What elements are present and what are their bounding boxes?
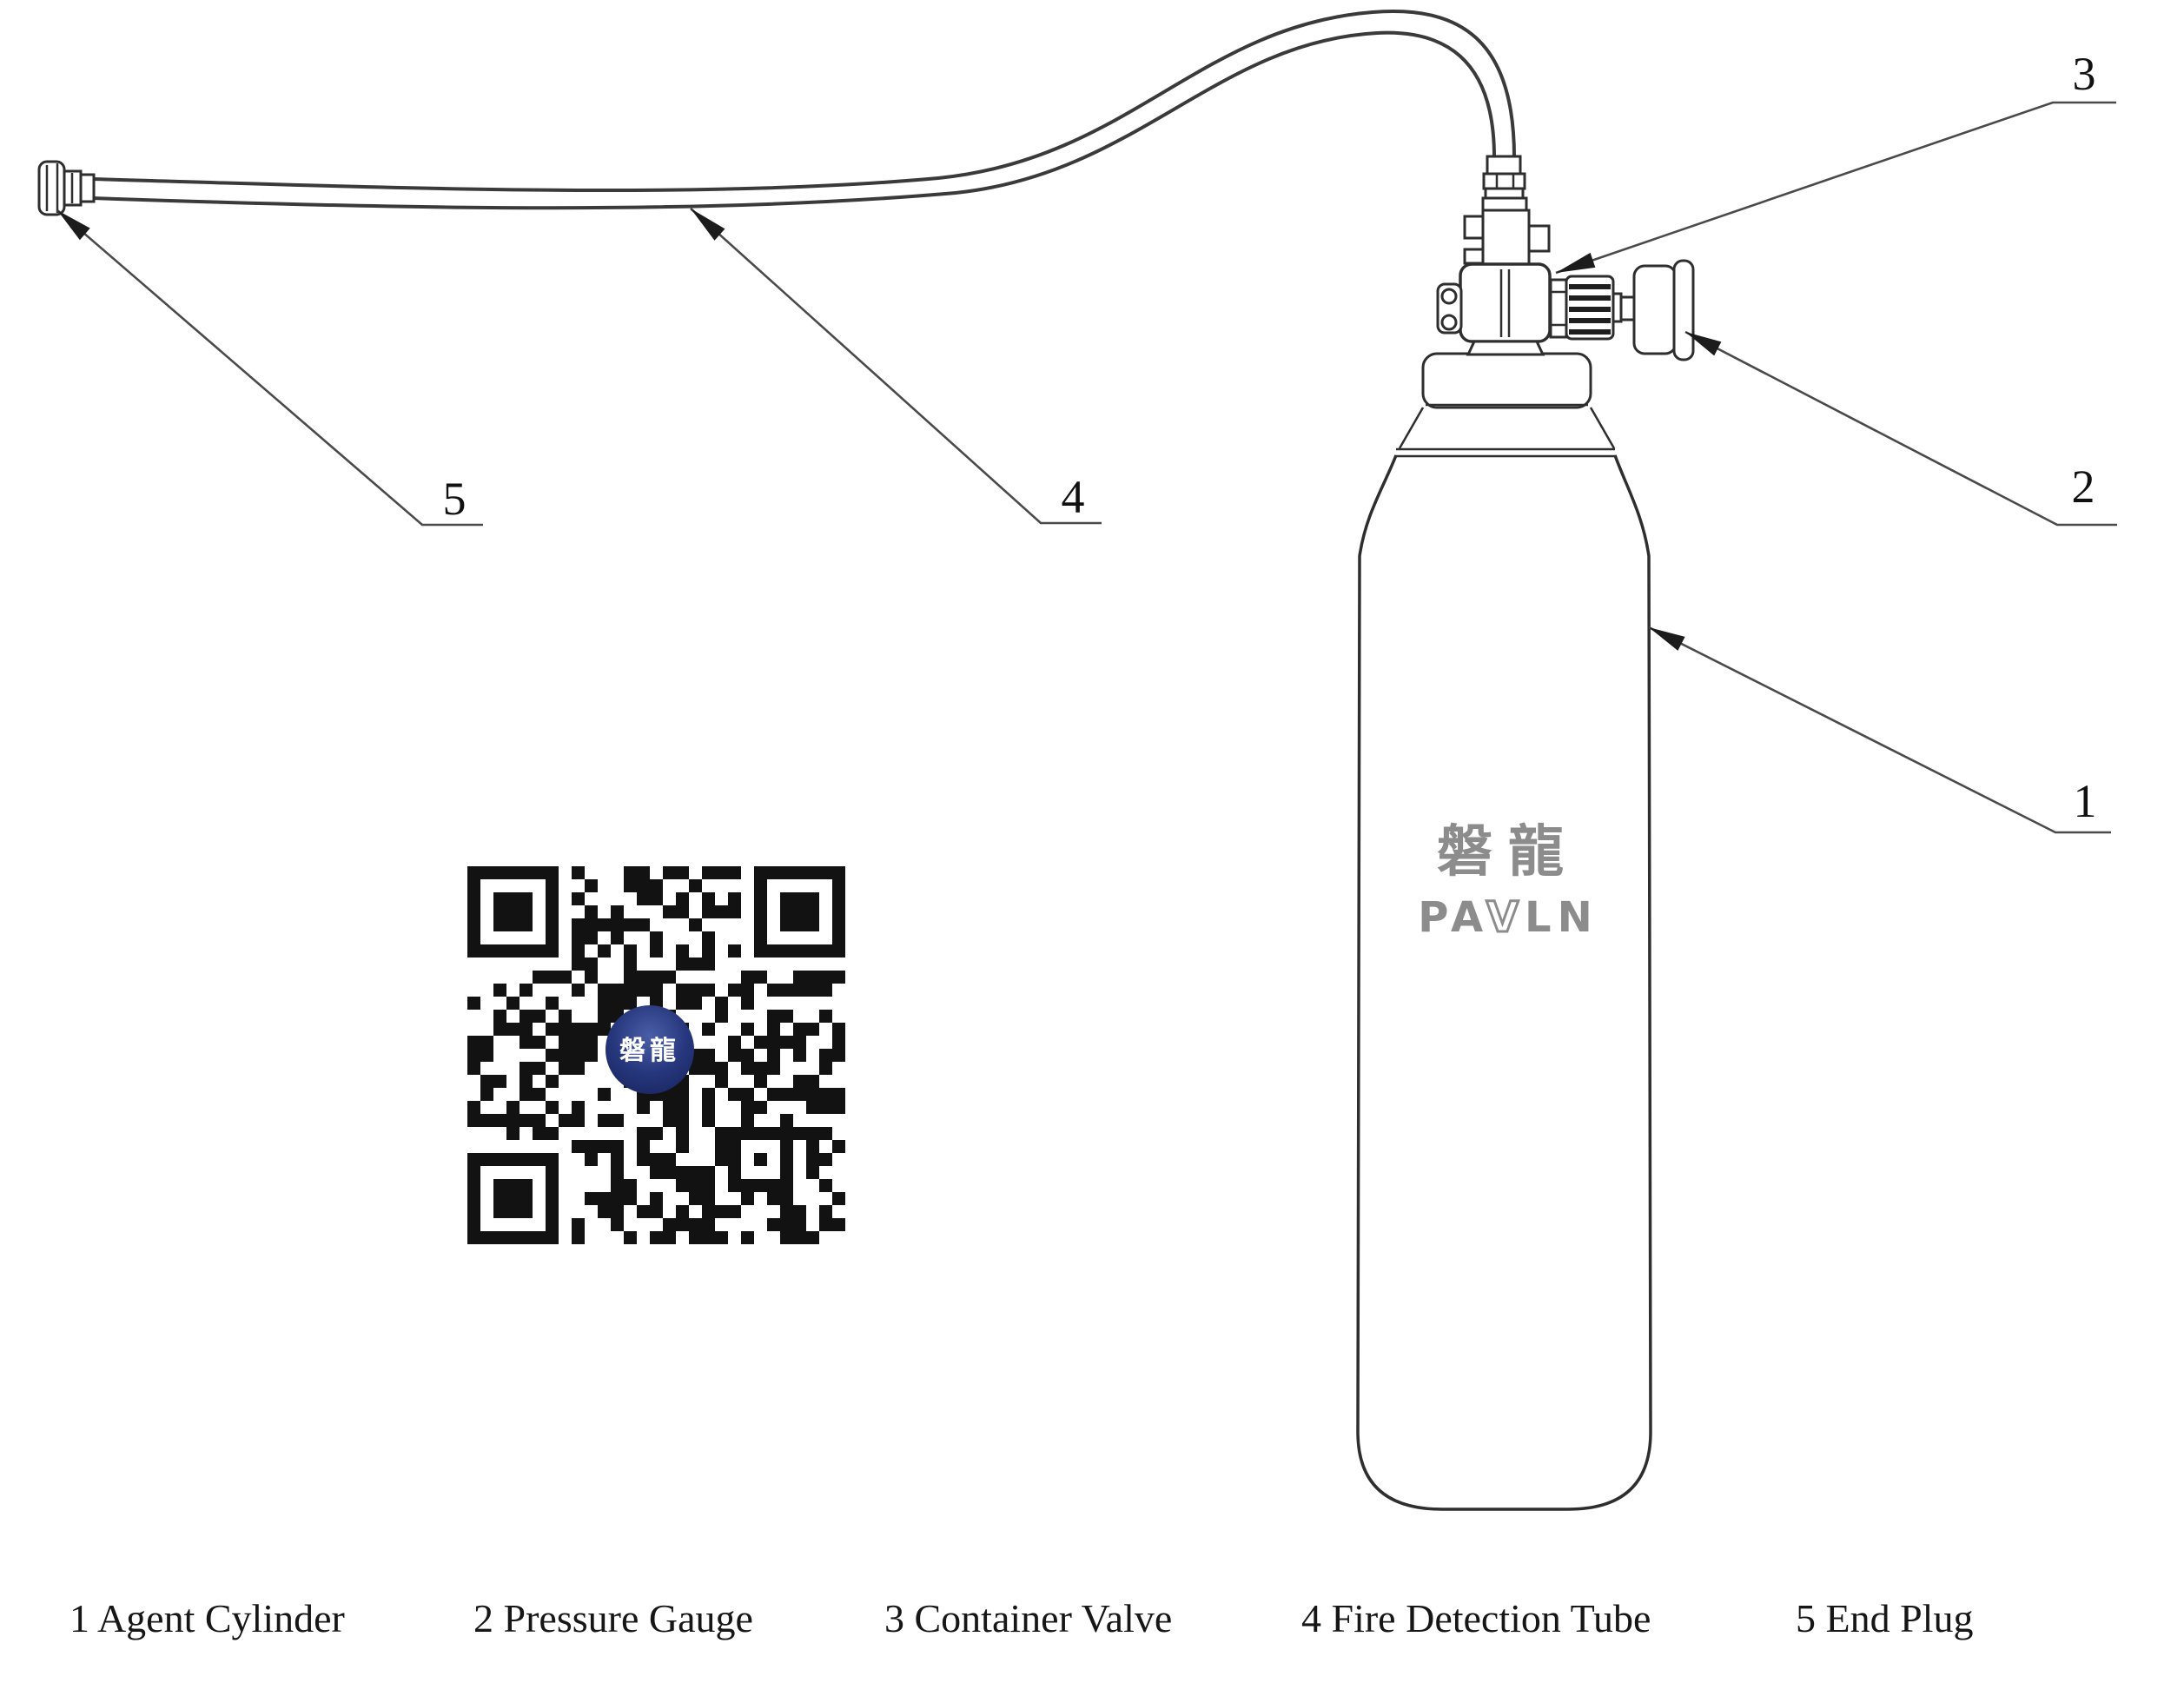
valve-inlet-nut bbox=[1482, 172, 1526, 190]
callout-label-4: 4 bbox=[1062, 471, 1085, 523]
qr-logo-text: 磐龍 bbox=[619, 1036, 680, 1066]
valve-inlet-flange bbox=[1481, 196, 1528, 212]
agent-cylinder: 磐龍 PAVLN bbox=[1356, 352, 1652, 1511]
callout-label-2: 2 bbox=[2072, 461, 2095, 513]
callout-5: 5 bbox=[56, 209, 483, 527]
cylinder-body bbox=[1356, 454, 1652, 1511]
callout-1: 1 bbox=[1648, 626, 2111, 834]
fire-detection-tube bbox=[91, 10, 1516, 210]
valve-left-tab-lower bbox=[1463, 248, 1485, 265]
cylinder-neck-collar bbox=[1421, 352, 1592, 409]
qr-logo-circle bbox=[606, 1005, 694, 1094]
caption-item-pressure-gauge: 2 Pressure Gauge bbox=[473, 1596, 753, 1640]
leader-line-4 bbox=[690, 208, 1102, 525]
brand-latin-v: V bbox=[1486, 893, 1525, 942]
valve-outlet-stem bbox=[1549, 278, 1568, 339]
cylinder-brand-chinese: 磐龍 bbox=[1437, 820, 1579, 885]
valve-upper-body bbox=[1481, 209, 1531, 267]
gauge-bezel bbox=[1672, 259, 1695, 361]
cylinder-neck-flare bbox=[1398, 407, 1425, 449]
caption-item-fire-detection-tube: 4 Fire Detection Tube bbox=[1301, 1596, 1651, 1640]
leader-line-1 bbox=[1648, 626, 2111, 834]
cylinder-brand-latin: PAVLN bbox=[1418, 893, 1598, 942]
callout-3: 3 bbox=[1555, 48, 2116, 275]
valve-inlet-collar bbox=[1486, 155, 1522, 176]
cylinder-neck-flare bbox=[1589, 407, 1616, 449]
end-plug-ferrule bbox=[79, 173, 96, 203]
qr-code: 磐龍 bbox=[467, 866, 845, 1244]
brand-latin-pa: PA bbox=[1418, 893, 1486, 942]
gauge-coupling bbox=[1619, 295, 1636, 321]
callout-4: 4 bbox=[690, 208, 1102, 525]
valve-bracket-screw bbox=[1440, 288, 1458, 305]
brand-latin-ln: LN bbox=[1525, 893, 1598, 942]
leader-line-3 bbox=[1555, 101, 2116, 275]
valve-main-hex-nut bbox=[1459, 262, 1552, 343]
leader-line-2 bbox=[1684, 330, 2117, 527]
arrowhead-5 bbox=[57, 210, 90, 241]
qr-modules bbox=[467, 866, 845, 1244]
arrowhead-3 bbox=[1556, 252, 1596, 273]
valve-right-tab bbox=[1527, 224, 1551, 253]
leader-line-5 bbox=[56, 209, 483, 527]
arrowhead-1 bbox=[1649, 627, 1685, 651]
caption: 1 Agent Cylinder 2 Pressure Gauge 3 Cont… bbox=[69, 1596, 1973, 1640]
arrowhead-4 bbox=[691, 209, 725, 241]
callout-label-3: 3 bbox=[2073, 48, 2096, 100]
end-plug-cap bbox=[37, 160, 66, 216]
caption-item-end-plug: 5 End Plug bbox=[1796, 1596, 1973, 1640]
valve-left-tab-upper bbox=[1463, 215, 1485, 240]
fire-detection-tube-bottom-edge bbox=[91, 30, 1496, 210]
valve-inlet-ring bbox=[1484, 187, 1525, 200]
callout-2: 2 bbox=[1684, 330, 2117, 527]
callout-label-5: 5 bbox=[443, 473, 467, 525]
caption-item-container-valve: 3 Container Valve bbox=[884, 1596, 1172, 1640]
callout-label-1: 1 bbox=[2074, 775, 2097, 827]
container-valve bbox=[1436, 155, 1615, 356]
valve-base-collar bbox=[1466, 340, 1545, 356]
caption-item-agent-cylinder: 1 Agent Cylinder bbox=[69, 1596, 345, 1640]
valve-bracket-screw bbox=[1440, 314, 1458, 331]
pressure-gauge bbox=[1612, 259, 1695, 361]
arrowhead-2 bbox=[1685, 332, 1722, 356]
gauge-body bbox=[1632, 264, 1678, 355]
end-plug bbox=[37, 160, 96, 216]
fire-detection-tube-top-edge bbox=[91, 10, 1516, 193]
